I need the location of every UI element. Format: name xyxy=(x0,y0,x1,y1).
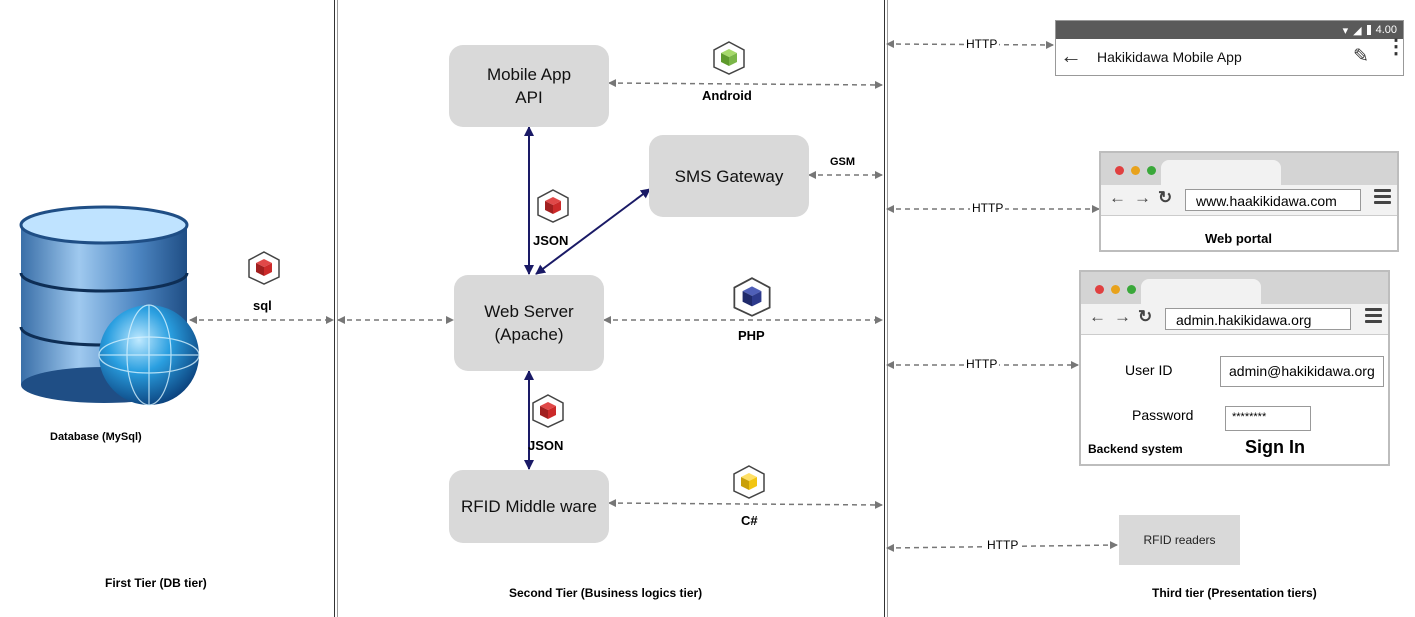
json-cube-icon-top xyxy=(537,189,569,223)
hamburger-menu-icon[interactable] xyxy=(1365,308,1382,324)
json-label-bottom: JSON xyxy=(528,438,564,453)
json-label-top: JSON xyxy=(533,233,569,248)
mobile-app-window: ▾ ◢ 4.00 ← Hakikidawa Mobile App ✎ ⋮ xyxy=(1055,20,1406,76)
http-label-portal: HTTP xyxy=(970,201,1006,215)
second-tier-label: Second Tier (Business logics tier) xyxy=(509,586,703,600)
edit-pencil-icon[interactable]: ✎ xyxy=(1353,46,1369,67)
overflow-menu-icon[interactable]: ⋮ xyxy=(1386,36,1406,58)
reload-icon[interactable]: ↻ xyxy=(1138,307,1153,326)
browser-titlebar xyxy=(1101,153,1397,185)
browser-tab[interactable] xyxy=(1161,160,1281,185)
password-label: Password xyxy=(1132,407,1194,423)
android-connector xyxy=(608,79,883,89)
android-cube-icon xyxy=(713,41,745,75)
web-server-node: Web Server (Apache) xyxy=(454,275,604,371)
web-portal-caption: Web portal xyxy=(1205,231,1272,246)
reload-icon[interactable]: ↻ xyxy=(1158,188,1173,207)
signal-icon: ◢ xyxy=(1353,24,1362,37)
web-portal-url[interactable]: www.haakikidawa.com xyxy=(1185,189,1361,211)
database-icon xyxy=(19,205,200,406)
http-label-mobile: HTTP xyxy=(964,37,1000,51)
sign-in-button[interactable]: Sign In xyxy=(1245,437,1305,457)
password-input[interactable]: ******** xyxy=(1225,406,1311,431)
backend-system-window: ← → ↻ admin.hakikidawa.org User ID admin… xyxy=(1079,270,1390,466)
sql-cube-icon xyxy=(248,251,280,285)
csharp-label: C# xyxy=(741,513,758,528)
back-arrow-icon[interactable]: ← xyxy=(1060,43,1082,68)
forward-icon[interactable]: → xyxy=(1114,307,1131,326)
backend-nav-row: ← → ↻ admin.hakikidawa.org xyxy=(1081,304,1388,335)
http-label-backend: HTTP xyxy=(964,357,1000,371)
tier-divider-1 xyxy=(334,0,338,617)
mobile-app-bar: ← Hakikidawa Mobile App ✎ ⋮ xyxy=(1056,36,1406,75)
hamburger-menu-icon[interactable] xyxy=(1374,189,1391,205)
sms-webserver-connector xyxy=(535,188,651,275)
gsm-label: GSM xyxy=(830,156,856,168)
user-id-label: User ID xyxy=(1125,362,1173,378)
minimize-dot-icon[interactable] xyxy=(1111,285,1120,294)
backend-titlebar xyxy=(1081,272,1388,304)
database-label: Database (MySql) xyxy=(50,431,142,443)
user-id-input[interactable]: admin@hakikidawa.org xyxy=(1220,356,1384,387)
status-time: 4.00 xyxy=(1375,24,1397,36)
forward-icon[interactable]: → xyxy=(1134,188,1151,207)
sms-gateway-node: SMS Gateway xyxy=(649,135,809,217)
android-label: Android xyxy=(702,88,752,103)
back-icon[interactable]: ← xyxy=(1089,307,1106,326)
third-tier-label: Third tier (Presentation tiers) xyxy=(1152,586,1317,600)
minimize-dot-icon[interactable] xyxy=(1131,166,1140,175)
mobile-app-api-node: Mobile App API xyxy=(449,45,609,127)
mobile-status-bar: ▾ ◢ 4.00 xyxy=(1056,21,1403,39)
web-portal-window: ← → ↻ www.haakikidawa.com Web portal xyxy=(1099,151,1399,252)
backend-caption: Backend system xyxy=(1088,442,1183,456)
http-label-rfid: HTTP xyxy=(985,538,1021,552)
rfid-readers-node: RFID readers xyxy=(1119,515,1240,565)
http-rfid-connector xyxy=(886,541,1118,552)
php-cube-icon xyxy=(733,277,771,317)
battery-icon xyxy=(1366,25,1371,35)
browser-nav-row: ← → ↻ www.haakikidawa.com xyxy=(1101,185,1397,216)
first-tier-label: First Tier (DB tier) xyxy=(105,576,207,590)
backend-tab[interactable] xyxy=(1141,279,1261,304)
rfid-middleware-node: RFID Middle ware xyxy=(449,470,609,543)
backend-url[interactable]: admin.hakikidawa.org xyxy=(1165,308,1351,330)
back-icon[interactable]: ← xyxy=(1109,188,1126,207)
wifi-icon: ▾ xyxy=(1342,24,1349,37)
close-dot-icon[interactable] xyxy=(1115,166,1124,175)
csharp-cube-icon xyxy=(733,465,765,499)
tier-divider-2 xyxy=(884,0,888,617)
close-dot-icon[interactable] xyxy=(1095,285,1104,294)
php-label: PHP xyxy=(738,328,765,343)
mobile-app-title: Hakikidawa Mobile App xyxy=(1097,49,1242,65)
json-cube-icon-bottom xyxy=(532,394,564,428)
csharp-connector xyxy=(608,499,883,509)
sql-label: sql xyxy=(253,298,272,313)
maximize-dot-icon[interactable] xyxy=(1147,166,1156,175)
maximize-dot-icon[interactable] xyxy=(1127,285,1136,294)
